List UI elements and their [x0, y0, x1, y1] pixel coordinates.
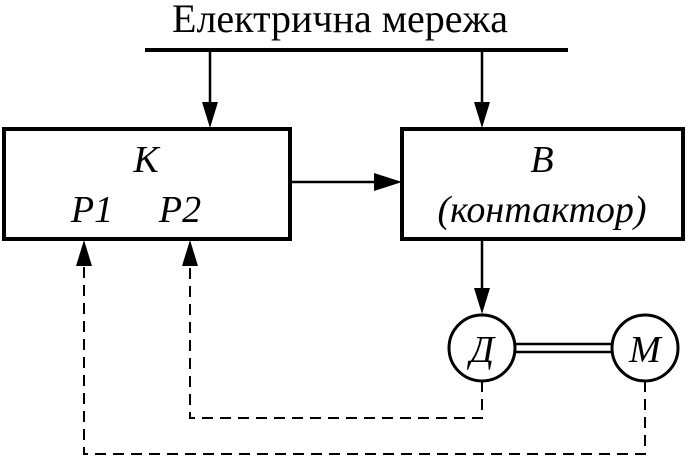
- supply-label: Електрична мережа: [172, 0, 508, 41]
- motor-feedback-line: [189, 265, 483, 419]
- actuator-sublabel: (контактор): [437, 189, 646, 231]
- motor-feedback-arrow: [182, 240, 198, 266]
- actuator-to-motor-arrow: [474, 288, 490, 314]
- controller-to-actuator-arrow: [374, 173, 402, 191]
- supply-to-actuator-arrow: [474, 102, 490, 128]
- motor-label: Д: [467, 329, 496, 371]
- actuator-block: [400, 127, 685, 241]
- controller-label: К: [132, 139, 160, 181]
- mechanism-feedback-arrow: [76, 240, 92, 266]
- controller-input-p1-label: P1: [70, 189, 113, 231]
- mechanism-feedback-line: [83, 265, 646, 455]
- controller-input-p2-label: P2: [158, 189, 201, 231]
- supply-to-controller-arrow: [202, 102, 218, 128]
- mechanism-label: М: [628, 329, 663, 371]
- actuator-label: В: [530, 139, 553, 181]
- controller-block: [2, 127, 292, 241]
